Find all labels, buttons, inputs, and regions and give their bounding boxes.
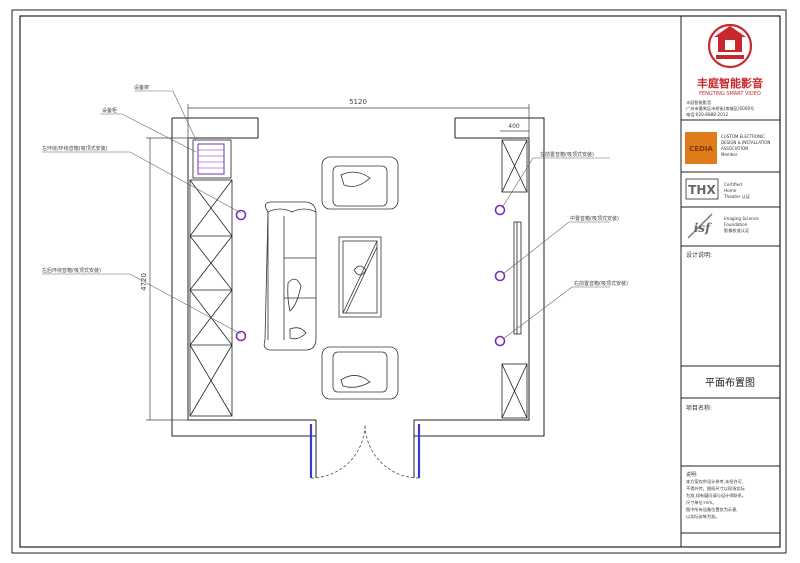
wall-inner-right — [414, 137, 530, 421]
label-left-surround: 左环绕/环绕音箱(吸顶式安装) — [42, 145, 108, 152]
thx-logo-text: THX — [688, 183, 716, 197]
brand-logo — [707, 23, 753, 69]
drawing-title: 平面布置图 — [705, 377, 755, 389]
speaker-left-surround — [235, 209, 247, 221]
door-swing-left — [310, 423, 366, 479]
isf-logo-mark — [687, 213, 713, 239]
notes-heading: 说明: — [686, 471, 698, 478]
notes-line: 为准,如有疑问请与设计师联系。 — [686, 492, 746, 499]
cedia-logo — [685, 132, 717, 164]
leader-lines — [42, 90, 610, 340]
project-label: 项目名称: — [686, 404, 712, 412]
cedia-text: Member — [721, 152, 738, 157]
notes-line: 不得外传。图纸尺寸以现场实际 — [686, 485, 745, 492]
cedia-text: DESIGN & INSTALLATION — [721, 140, 770, 145]
right-cabinets — [501, 139, 528, 419]
speaker-center — [494, 270, 506, 282]
title-block — [680, 16, 780, 547]
door-swing-right — [364, 423, 420, 479]
thx-text: Home — [724, 188, 737, 193]
dim-small-label: 400 — [508, 123, 520, 130]
company-info-line: 广州市番禺区市桥街(南城区)0000号 — [686, 105, 754, 112]
armchair-top — [321, 156, 399, 210]
outer-frame — [11, 9, 787, 554]
label-center: 中置音箱(吸顶式安装) — [570, 215, 619, 222]
sofa — [263, 201, 317, 351]
company-info-line: 丰庭智能影音 — [686, 99, 711, 106]
room-plan — [171, 117, 545, 478]
design-note-label: 设计说明: — [686, 251, 712, 259]
dim-height-label: 4720 — [140, 273, 148, 291]
dimensions — [146, 104, 530, 421]
dim-width-label: 5120 — [349, 98, 367, 106]
label-front-left: 左前置音箱(吸顶式安装) — [540, 151, 594, 158]
brand-name-cn: 丰庭智能影音 — [697, 76, 763, 90]
isf-text: 影像校准认证 — [724, 227, 750, 234]
speaker-front-left — [494, 204, 506, 216]
left-cabinets — [189, 179, 233, 417]
company-info-line: 电话:020-8888-2012 — [686, 111, 728, 118]
notes-line: 图中所有设备位置仅为示意, — [686, 506, 738, 513]
speakers — [235, 204, 506, 347]
projection-screen — [513, 221, 522, 335]
equipment-rack — [192, 139, 232, 179]
wall-outer-left — [171, 118, 316, 437]
cedia-text: ASSOCIATION — [721, 146, 748, 151]
armchair-bottom — [321, 346, 399, 400]
thx-text: Theater 认证 — [723, 193, 751, 200]
isf-text: Imaging Science — [724, 216, 759, 221]
label-equipment-cabinet: 设备柜 — [102, 107, 117, 114]
cedia-logo-text: CEDIA — [689, 145, 713, 153]
isf-text: Foundation — [724, 222, 748, 227]
wall-outer-right — [414, 117, 545, 437]
notes-line: 本方案仅供设计参考,未经许可, — [686, 478, 743, 485]
label-left-rear: 左后环绕音箱(吸顶式安装) — [42, 267, 101, 274]
cedia-text: CUSTOM ELECTRONIC — [721, 134, 765, 139]
speaker-front-right — [494, 335, 506, 347]
thx-logo — [685, 178, 719, 200]
brand-name-en: FENGTING SMART VIDEO — [699, 91, 761, 97]
double-door — [309, 423, 421, 479]
thx-text: Certified — [724, 182, 742, 187]
label-equipment-rack: 设备架 — [134, 84, 149, 91]
inner-frame — [19, 15, 781, 548]
notes-line: 尺寸单位:mm。 — [686, 499, 717, 506]
notes-line: 以实际安装为准。 — [686, 513, 720, 520]
isf-logo-text: isf — [694, 221, 712, 235]
label-front-right: 右前置音箱(吸顶式安装) — [574, 280, 628, 287]
speaker-left-rear — [235, 330, 247, 342]
coffee-table — [338, 236, 382, 318]
